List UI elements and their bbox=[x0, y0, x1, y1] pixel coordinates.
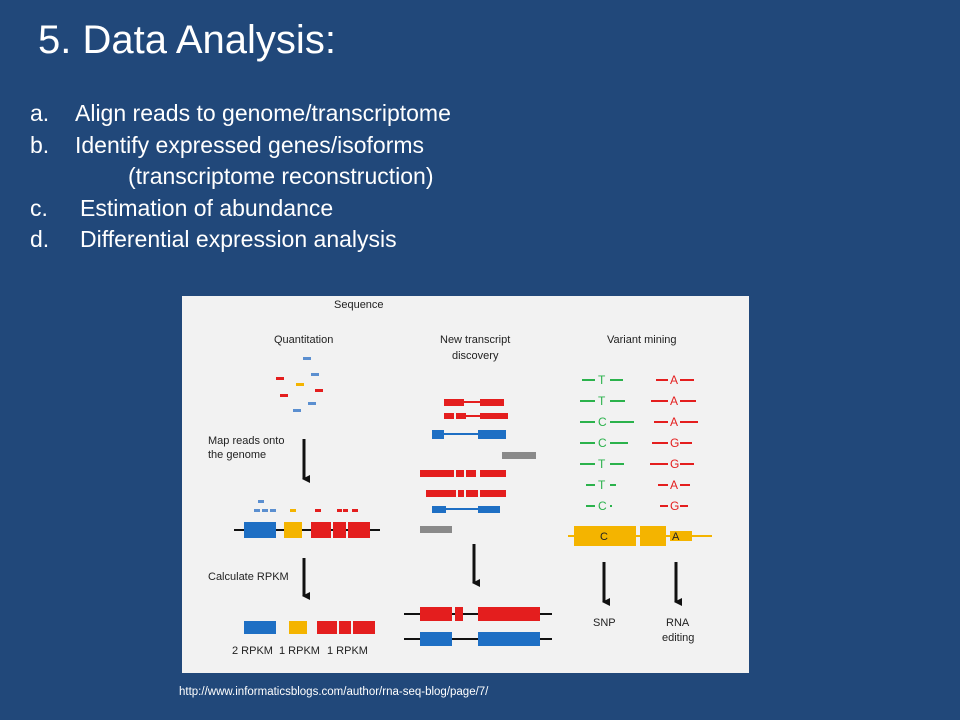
list-item-d: d. Differential expression analysis bbox=[30, 224, 451, 256]
aligned-base-right: G bbox=[670, 457, 679, 471]
assembled-transcripts bbox=[404, 607, 552, 646]
aligned-base-right: A bbox=[670, 415, 678, 429]
list-text: Differential expression analysis bbox=[80, 226, 397, 252]
analysis-steps-list: a. Align reads to genome/transcriptome b.… bbox=[30, 98, 451, 256]
list-item-c: c. Estimation of abundance bbox=[30, 193, 451, 225]
list-text: Estimation of abundance bbox=[80, 194, 334, 221]
reference-base-right: A bbox=[672, 531, 680, 543]
aligned-base-right: A bbox=[670, 394, 678, 408]
aligned-base-left: T bbox=[598, 457, 606, 471]
rna-editing-label-1: RNA bbox=[666, 617, 690, 629]
aligned-base-left: T bbox=[598, 478, 606, 492]
workflow-diagram: Sequence Quantitation Map reads onto the… bbox=[208, 299, 712, 657]
transcript-reads-top bbox=[432, 399, 536, 459]
aligned-base-right: G bbox=[670, 436, 679, 450]
transcript-reads-bottom bbox=[420, 470, 506, 533]
aligned-base-right: A bbox=[670, 373, 678, 387]
list-item-b: b. Identify expressed genes/isoforms bbox=[30, 130, 451, 162]
list-marker: d. bbox=[30, 226, 50, 252]
source-url: http://www.informaticsblogs.com/author/r… bbox=[179, 686, 489, 698]
aligned-base-left: C bbox=[598, 499, 607, 513]
list-marker: a. bbox=[30, 100, 50, 126]
discovery-label-2: discovery bbox=[452, 350, 499, 362]
mapped-reads bbox=[254, 500, 358, 512]
scattered-reads bbox=[276, 357, 323, 412]
rpkm-value-1: 2 RPKM bbox=[232, 645, 273, 657]
list-text: Identify expressed genes/isoforms bbox=[75, 131, 425, 158]
rna-seq-workflow-figure: Sequence Quantitation Map reads onto the… bbox=[182, 296, 749, 673]
aligned-base-left: C bbox=[598, 415, 607, 429]
reference-track bbox=[568, 526, 712, 546]
rpkm-value-3: 1 RPKM bbox=[327, 645, 368, 657]
rpkm-value-2: 1 RPKM bbox=[279, 645, 320, 657]
genome-track bbox=[234, 522, 380, 538]
list-marker: c. bbox=[30, 194, 48, 221]
list-item-a: a. Align reads to genome/transcriptome bbox=[30, 98, 451, 130]
map-reads-label-1: Map reads onto bbox=[208, 435, 284, 447]
map-reads-label-2: the genome bbox=[208, 449, 266, 461]
aligned-base-right: A bbox=[670, 478, 678, 492]
sequence-header: Sequence bbox=[334, 299, 384, 311]
list-text: Align reads to genome/transcriptome bbox=[75, 100, 451, 126]
aligned-base-left: T bbox=[598, 373, 606, 387]
list-marker: b. bbox=[30, 131, 50, 158]
rpkm-exons bbox=[244, 621, 375, 634]
reference-base-left: C bbox=[600, 531, 608, 543]
quantitation-label: Quantitation bbox=[274, 334, 333, 346]
discovery-label-1: New transcript bbox=[440, 334, 510, 346]
aligned-base-right: G bbox=[670, 499, 679, 513]
aligned-base-left: T bbox=[598, 394, 606, 408]
snp-label: SNP bbox=[593, 617, 616, 629]
aligned-base-left: C bbox=[598, 436, 607, 450]
calculate-rpkm-label: Calculate RPKM bbox=[208, 571, 289, 583]
variant-mining-label: Variant mining bbox=[607, 334, 677, 346]
list-item-b-continuation: (transcriptome reconstruction) bbox=[128, 163, 434, 189]
slide-title: 5. Data Analysis: bbox=[38, 18, 336, 62]
rna-editing-label-2: editing bbox=[662, 632, 694, 644]
